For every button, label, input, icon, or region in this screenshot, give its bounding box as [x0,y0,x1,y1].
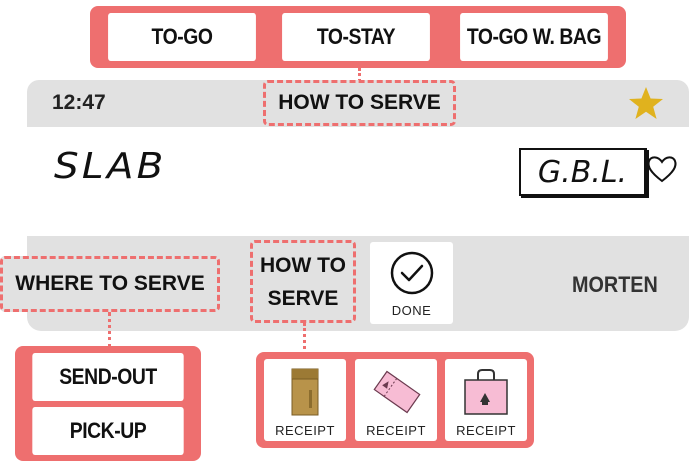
to-go-with-bag-button[interactable]: TO-GO W. BAG [460,13,608,61]
to-go-cup-icon [291,368,319,416]
connector-line [108,312,111,348]
done-button[interactable]: DONE [370,242,453,324]
pick-up-button[interactable]: PICK-UP [32,407,184,455]
clock-time: 12:47 [52,91,106,114]
how-to-serve-button[interactable]: HOW TO SERVE [250,240,356,323]
ticket-icon [373,370,421,414]
to-stay-button[interactable]: TO-STAY [282,13,430,61]
receipt-to-go-card[interactable]: RECEIPT [264,359,346,441]
order-tag: G.B.L. [519,148,647,196]
to-go-button[interactable]: TO-GO [108,13,256,61]
where-to-serve-button[interactable]: WHERE TO SERVE [0,256,220,312]
how-to-serve-line2: SERVE [267,286,339,310]
receipt-to-stay-card[interactable]: RECEIPT [355,359,437,441]
star-icon[interactable] [628,86,664,120]
receipt-label: RECEIPT [275,423,335,438]
connector-line [358,68,361,82]
how-to-serve-line1: HOW TO [260,253,346,277]
heart-icon[interactable] [646,154,678,184]
connector-line [303,323,306,355]
order-item-name: SLAB [54,146,167,187]
send-out-button[interactable]: SEND-OUT [32,353,184,401]
check-circle-icon [390,251,434,295]
order-tag-label: G.B.L. [537,154,628,190]
receipt-to-go-bag-card[interactable]: RECEIPT [445,359,527,441]
receipt-label: RECEIPT [456,423,516,438]
staff-name: MORTEN [572,272,658,297]
bag-icon [464,369,508,415]
done-label: DONE [391,303,432,318]
receipt-label: RECEIPT [366,423,426,438]
how-to-serve-title[interactable]: HOW TO SERVE [263,80,456,126]
